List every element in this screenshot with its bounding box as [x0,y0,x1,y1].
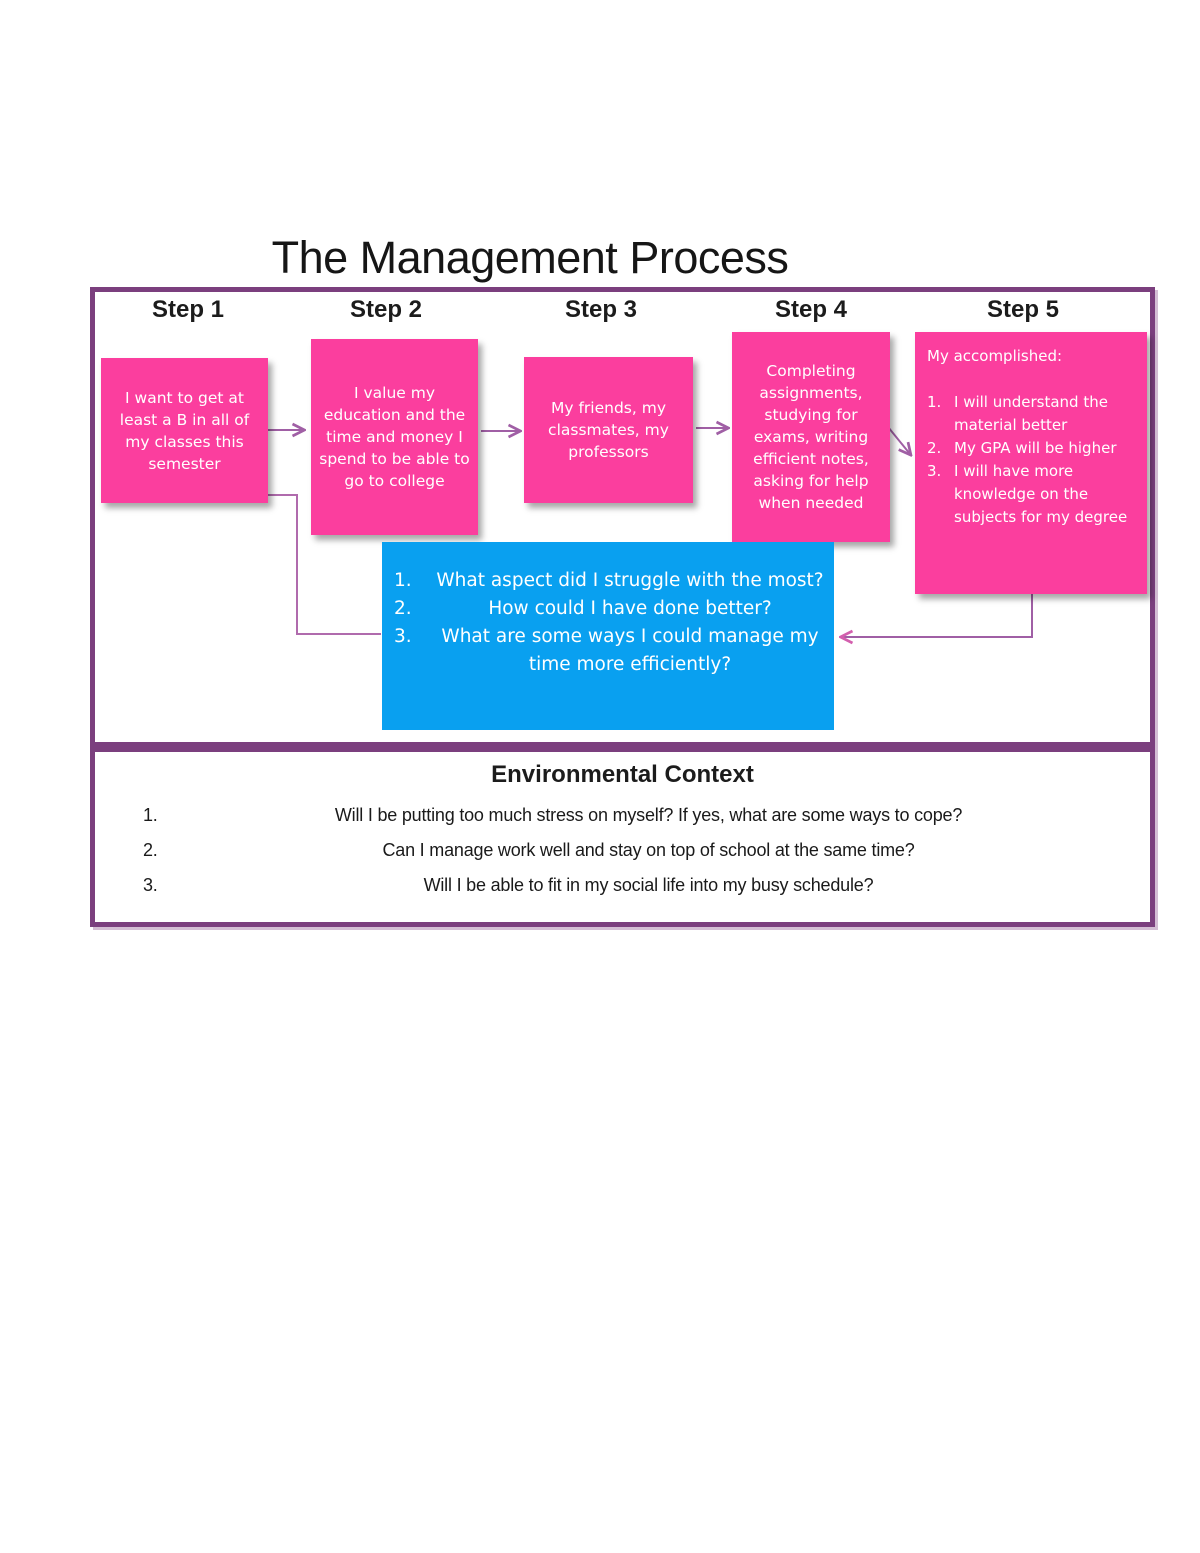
step-2-text: I value my education and the time and mo… [319,384,470,490]
step-3-text: My friends, my classmates, my professors [548,399,669,461]
step-1-text: I want to get at least a B in all of my … [119,388,250,473]
list-item-text: How could I have done better? [488,598,772,619]
list-item-number: 3. [394,626,412,647]
environmental-context-heading: Environmental Context [491,761,754,788]
list-item-number: 2. [927,439,942,457]
list-item-number: 1. [927,393,942,411]
step-5-box: My accomplished: 1. I will understand th… [915,332,1147,594]
list-item-text: I will understand the material better [954,393,1108,434]
list-item: 2. My GPA will be higher [927,437,1143,460]
step-1-box: I want to get at least a B in all of my … [101,358,268,503]
list-item-text: What aspect did I struggle with the most… [436,570,824,591]
list-item: 1. Will I be putting too much stress on … [143,805,1120,826]
environmental-context-panel: Environmental Context 1. Will I be putti… [90,747,1155,927]
list-item-number: 2. [394,598,412,619]
list-item: 3. I will have more knowledge on the sub… [927,460,1143,529]
step-4-box: Completing assignments, studying for exa… [732,332,890,542]
page-title: The Management Process [271,232,789,283]
list-item-text: Will I be putting too much stress on mys… [334,805,963,825]
step-3-box: My friends, my classmates, my professors [524,357,693,503]
list-item-text: My GPA will be higher [954,439,1117,457]
environmental-context-list: 1. Will I be putting too much stress on … [95,805,1150,896]
list-item: 2. Can I manage work well and stay on to… [143,840,1120,861]
list-item: 2. How could I have done better? [390,595,826,623]
step-3-label: Step 3 [564,296,638,323]
list-item-number: 3. [927,462,942,480]
list-item: 3. What are some ways I could manage my … [390,623,826,679]
list-item-number: 3. [143,875,158,895]
step-2-box: I value my education and the time and mo… [311,339,478,535]
step-4-label: Step 4 [774,296,848,323]
step-5-heading: My accomplished: [927,347,1063,365]
review-questions-box: 1. What aspect did I struggle with the m… [382,542,834,730]
list-item-text: Can I manage work well and stay on top o… [382,840,915,860]
list-item-number: 2. [143,840,158,860]
list-item: 1. What aspect did I struggle with the m… [390,567,826,595]
step-1-label: Step 1 [151,296,225,323]
list-item: 3. Will I be able to fit in my social li… [143,875,1120,896]
step-5-label: Step 5 [986,296,1060,323]
step-2-label: Step 2 [349,296,423,323]
list-item-number: 1. [394,570,412,591]
list-item-number: 1. [143,805,158,825]
list-item-text: Will I be able to fit in my social life … [423,875,874,895]
list-item-text: I will have more knowledge on the subjec… [954,462,1128,526]
list-item-text: What are some ways I could manage my tim… [441,626,819,675]
step-4-text: Completing assignments, studying for exa… [753,362,869,512]
list-item: 1. I will understand the material better [927,391,1143,437]
